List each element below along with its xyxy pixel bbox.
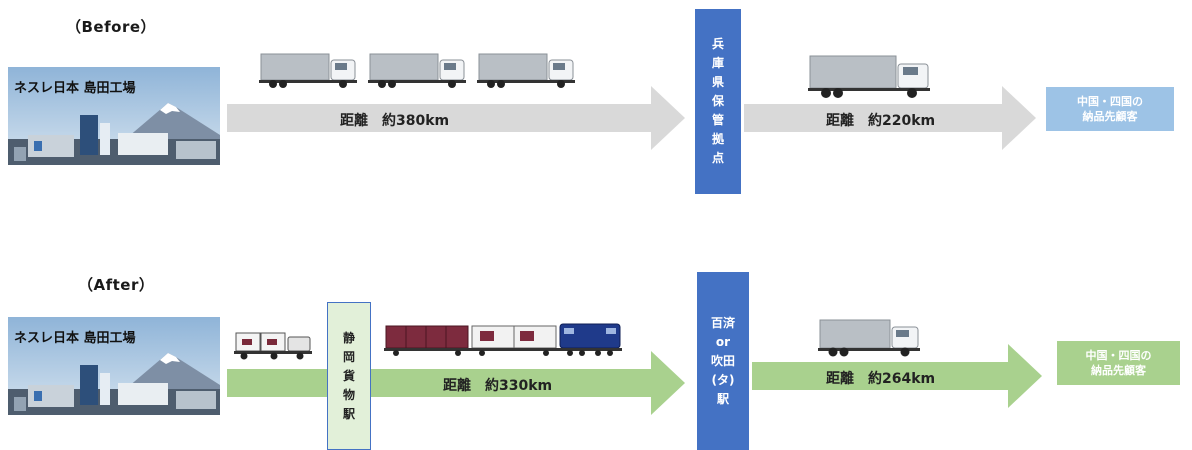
before-arrow-1	[227, 86, 685, 150]
hub-line: (タ)	[711, 372, 735, 387]
after-hub-station-box: 百済 or 吹田 (タ) 駅	[697, 272, 749, 450]
truck-icon	[818, 319, 920, 357]
after-leg2-distance: 距離 約264km	[826, 371, 936, 387]
destination-line: 中国・四国の	[1085, 349, 1152, 362]
hub-char: 保	[711, 94, 724, 108]
station-char: 物	[342, 387, 355, 402]
hub-char: 庫	[711, 56, 724, 70]
station-char: 静	[342, 330, 355, 345]
before-leg2-distance: 距離 約220km	[826, 113, 936, 129]
destination-line: 納品先顧客	[1091, 364, 1146, 377]
after-leg1-distance: 距離 約330km	[443, 378, 553, 394]
factory-label: ネスレ日本 島田工場	[14, 81, 136, 96]
after-destination: 中国・四国の 納品先顧客	[1057, 341, 1180, 385]
after-heading: （After）	[78, 276, 155, 294]
before-destination: 中国・四国の 納品先顧客	[1046, 87, 1174, 131]
hub-line: 百済	[710, 315, 735, 330]
before-leg1-distance: 距離 約380km	[340, 113, 450, 129]
before-hub-box: 兵 庫 県 保 管 拠 点	[695, 9, 741, 194]
train-icon	[384, 323, 622, 356]
destination-line: 納品先顧客	[1082, 110, 1138, 123]
after-arrow-2	[752, 344, 1042, 408]
after-arrow-1	[227, 351, 685, 415]
hub-line: or	[715, 334, 731, 349]
station-char: 駅	[342, 406, 355, 421]
shizuoka-freight-station-box: 静 岡 貨 物 駅	[327, 302, 371, 450]
station-char: 岡	[342, 349, 355, 364]
factory-photo-after: ネスレ日本 島田工場	[8, 317, 220, 415]
destination-line: 中国・四国の	[1077, 95, 1143, 108]
hub-char: 管	[711, 113, 724, 127]
hub-char: 兵	[711, 37, 724, 51]
factory-photo-icon	[8, 317, 220, 415]
truck-icon	[234, 332, 312, 360]
truck-icon	[477, 53, 575, 88]
station-char: 貨	[342, 368, 355, 383]
before-heading: （Before）	[66, 18, 157, 36]
truck-icon	[259, 53, 357, 88]
hub-char: 拠	[711, 132, 724, 146]
hub-char: 点	[711, 151, 724, 165]
before-arrow-2	[744, 86, 1036, 150]
truck-icon	[368, 53, 466, 88]
hub-char: 県	[711, 75, 724, 89]
truck-icon	[808, 55, 930, 98]
factory-photo-before: ネスレ日本 島田工場	[8, 67, 220, 165]
hub-line: 吹田	[710, 353, 735, 368]
factory-label: ネスレ日本 島田工場	[14, 331, 136, 346]
hub-line: 駅	[716, 391, 729, 406]
factory-photo-icon	[8, 67, 220, 165]
